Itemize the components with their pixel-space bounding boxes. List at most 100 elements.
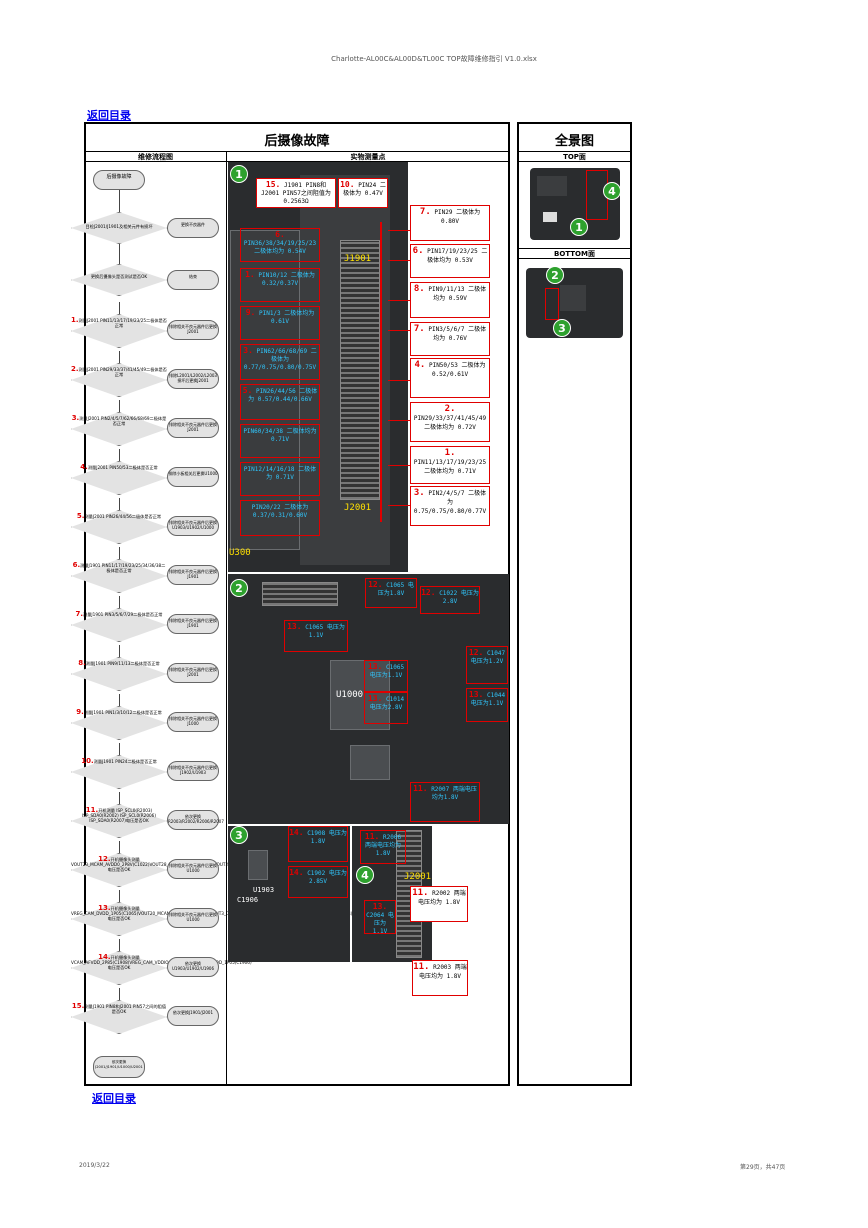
top-side-label: TOP面: [563, 153, 586, 161]
bottom-board-highlight: [545, 288, 559, 320]
back-to-index-link-top[interactable]: 返回目录: [87, 109, 131, 122]
mid-connector: [262, 582, 338, 606]
flow-arrow: [119, 792, 120, 804]
flow-step-number: 7.: [75, 610, 84, 618]
top-callout-3-text: PIN10/12 二极体为 0.32/0.37V: [258, 272, 315, 287]
right-callout-0-number: 7.: [419, 207, 431, 217]
flow-step-number: 1.: [71, 316, 79, 324]
mid-callout-6-text: C1044 电压为1.1V: [470, 692, 506, 707]
flow-start: 后摄像故障: [93, 170, 145, 190]
j2001-label: J2001: [344, 503, 372, 513]
bottom-callout-5-text: R2003 两端电压均为 1.8V: [418, 964, 467, 980]
flow-arrow: [119, 351, 120, 363]
board-marker-4: 4: [356, 866, 374, 884]
flow-step-8: 8.测量J1901 PIN9/11/13二极体是否正常: [71, 660, 167, 667]
flow-step-text: 测量J1901 PIN3/5/6/7/29二极体是否正常: [83, 612, 163, 617]
top-callout-5-text: PIN62/66/68/69 二极体为 0.77/0.75/0.80/0.75V: [243, 348, 317, 371]
top-callout-5: 3. PIN62/66/68/69 二极体为 0.77/0.75/0.80/0.…: [240, 344, 320, 380]
divider: [518, 151, 631, 152]
top-callout-6-number: 5.: [242, 386, 253, 395]
flow-step-number: 3.: [71, 414, 80, 422]
bottom-left-board-image: [228, 826, 350, 962]
flow-step-6: 6.测量J1901 PIN11/17/19/23/25/34/36/38二极体是…: [71, 562, 167, 574]
flow-step-text: 测量J2001 PIN11/13/17/19/23/25二极体是否正常: [78, 318, 167, 328]
top-callout-7-text: PIN60/34/38 二极体均为 0.71V: [243, 428, 317, 443]
mid-callout-3-text: C1047 电压为1.2V: [470, 650, 506, 665]
footer-date: 2019/3/22: [79, 1162, 110, 1169]
u300-shield: [230, 230, 300, 550]
right-callout-4: 4. PIN50/53 二极体为 0.52/0.61V: [410, 358, 490, 398]
bottom-board-chip: [560, 285, 586, 311]
right-callout-1: 6. PIN17/19/23/25 二极体均为 0.53V: [410, 244, 490, 278]
flow-start-label: 后摄像故障: [93, 170, 145, 190]
mid-callout-3: 12. C1047 电压为1.2V: [466, 646, 508, 684]
u1000-label: U1000: [336, 690, 364, 700]
mid-callout-0-number: 12.: [368, 580, 383, 589]
flow-step-text: 开机摄像头测量VCAM_AFVDD_2P85(C1908)VREG_CAM_VD…: [71, 955, 252, 970]
flow-arrow: [119, 841, 120, 853]
flow-step-text: 测量J2001 PIN2/4/5/7/62/66/68/69二极体是否正常: [79, 416, 167, 426]
mid-callout-3-number: 12.: [468, 648, 484, 657]
right-callout-6-text: PIN11/13/17/19/23/25 二极体均为 0.71V: [413, 459, 487, 475]
flow-action-5: 排除相关不良元器件后更换U1903/U1902/U1000: [167, 516, 219, 536]
mid-callout-6-number: 13.: [468, 690, 484, 699]
flow-step-number: 2.: [71, 365, 79, 373]
top-callout-6-text: PIN26/44/56 二极体为 0.57/0.44/0.66V: [248, 388, 318, 403]
top-callout-1: 10. PIN24 二极体为 0.47V: [338, 178, 388, 208]
flow-step-5: 5.测量J2001 PIN26/44/56二极体是否正常: [71, 513, 167, 520]
top-callout-9-text: PIN20/22 二极体为 0.37/0.31/0.60V: [251, 504, 309, 519]
flow-action-10: 排除相关不良元器件后更换J1902/U1903: [167, 761, 219, 781]
flow-arrow: [119, 939, 120, 951]
flow-step-number: 4.: [80, 463, 88, 471]
mid-callout-7-number: 11.: [413, 784, 428, 793]
bottom-callout-3-number: 13.: [372, 902, 388, 911]
bottom-callout-4-text: R2002 两端电压均为 1.8V: [417, 890, 466, 906]
top-callout-9: PIN20/22 二极体为 0.37/0.31/0.60V: [240, 500, 320, 536]
board-marker-3: 3: [230, 826, 248, 844]
top-callout-2-number: 6.: [275, 230, 285, 239]
flow-action-1: 排除相关不良元器件后更换J2001: [167, 320, 219, 340]
flow-step-text: 开机测量 ISP_SCL0(R2003) ISP_SDA0(R2002) ISP…: [82, 808, 156, 823]
flow-step-4: 4.测量J2001 PIN50/53二极体是否正常: [71, 463, 167, 471]
flow-arrow: [119, 645, 120, 657]
flow-step-text: 测量J1901 PIN8和J2001 PIN57之间的阻值是否OK: [84, 1004, 167, 1014]
flow-arrow: [119, 400, 120, 412]
right-callout-2-text: PIN9/11/13 二极体均为 0.59V: [428, 286, 487, 302]
flow-decision-0b: 更换后摄像头是否测试是否OK: [90, 274, 148, 279]
flow-arrow: [119, 302, 120, 314]
divider: [518, 258, 631, 259]
flow-step-2: 2.测量J2001 PIN29/33/37/41/45/49二极体是否正常: [71, 365, 167, 378]
overview-marker-1: 1: [570, 218, 588, 236]
flow-action-8: 排除相关不良元器件后更换J2001: [167, 663, 219, 683]
wire: [388, 465, 410, 466]
top-callout-4-text: PIN1/3 二极体均为 0.61V: [258, 310, 315, 325]
top-callout-0: 15. J1901 PIN8和J2001 PIN57之间阻值为0.2563Ω: [256, 178, 336, 208]
flow-step-text: 测量J2001 PIN29/33/37/41/45/49二极体是否正常: [78, 367, 167, 377]
right-callout-2-number: 8.: [413, 284, 425, 294]
top-callout-6: 5. PIN26/44/56 二极体为 0.57/0.44/0.66V: [240, 384, 320, 420]
flow-step-number: 12.: [98, 855, 111, 863]
flow-step-9: 9.测量J1901 PIN1/3/10/12二极体是否正常: [71, 709, 167, 716]
overview-panel: [517, 122, 632, 1086]
wire: [388, 505, 410, 506]
u1903-chip: [248, 850, 268, 880]
top-callout-4-number: 9.: [245, 308, 256, 317]
back-to-index-link-bottom[interactable]: 返回目录: [92, 1092, 136, 1105]
right-callout-7-number: 3.: [413, 488, 425, 498]
bottom-callout-2-text: R2006 两端电压均为 1.8V: [364, 834, 402, 857]
divider: [518, 248, 631, 249]
top-callout-8: PIN12/14/16/18 二极体为 0.71V: [240, 462, 320, 496]
top-callout-1-text: PIN24 二极体为 0.47V: [343, 182, 386, 197]
u300-label: U300: [229, 548, 251, 558]
flow-step-number: 10.: [81, 757, 94, 765]
overview-marker-2: 2: [546, 266, 564, 284]
right-callout-6-number: 1.: [444, 448, 456, 458]
top-callout-1-number: 10.: [340, 180, 355, 189]
wire: [388, 380, 410, 381]
pmic-chip: [350, 745, 390, 780]
flow-step-11: 11.开机测量 ISP_SCL0(R2003) ISP_SDA0(R2002) …: [71, 807, 167, 824]
c1906-label: C1906: [237, 896, 259, 904]
flow-step-14: 14.开机摄像头测量VCAM_AFVDD_2P85(C1908)VREG_CAM…: [71, 954, 252, 971]
bottom-callout-5-number: 11.: [413, 962, 430, 972]
board-marker-2: 2: [230, 579, 248, 597]
